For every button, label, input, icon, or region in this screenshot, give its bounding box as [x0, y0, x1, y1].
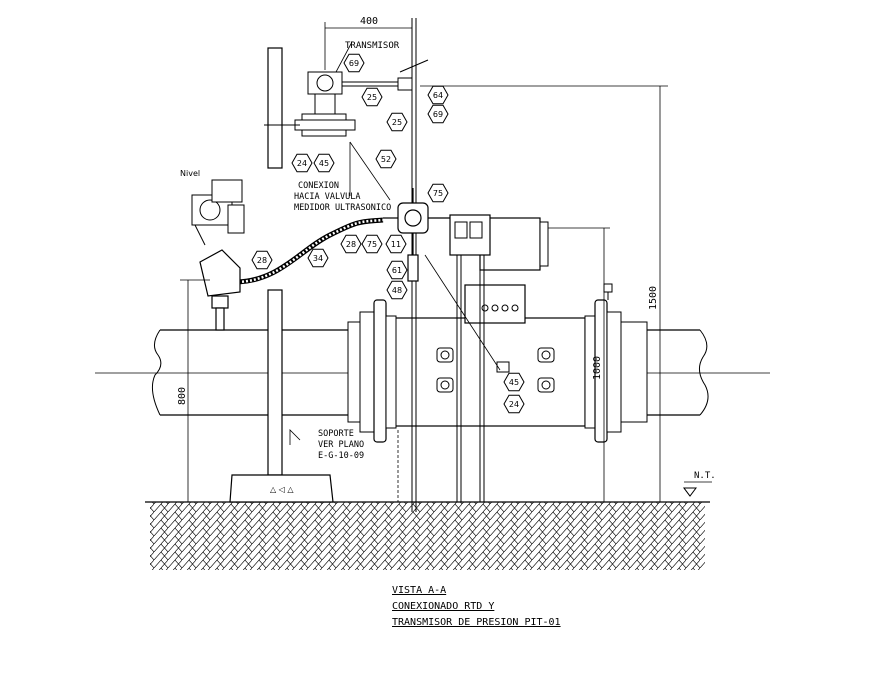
soporte-label-3: E-G-10-09	[318, 451, 364, 461]
item-tag-label: 25	[392, 118, 402, 127]
pipe-break-right	[699, 329, 709, 416]
item-tag: 48	[386, 280, 408, 300]
transducer-bolts	[436, 347, 555, 393]
item-tag-label: 64	[433, 91, 443, 100]
conexion-label-3: MEDIDOR ULTRASONICO	[294, 203, 391, 213]
item-tag: 52	[375, 149, 397, 169]
item-tag: 45	[313, 153, 335, 173]
item-tag: 75	[427, 183, 449, 203]
flange-left	[359, 311, 375, 433]
ground-hatch	[150, 502, 705, 570]
junction-box	[383, 188, 450, 282]
soporte-label-1: SOPORTE	[318, 429, 354, 439]
item-tag-label: 52	[381, 155, 391, 164]
support-column-upper	[267, 47, 283, 169]
support-column-lower	[267, 289, 283, 476]
item-tag-label: 61	[392, 266, 402, 275]
title-line-3: TRANSMISOR DE PRESION PIT-01	[392, 617, 561, 628]
item-tag: 64	[427, 85, 449, 105]
item-tag: 28	[251, 250, 273, 270]
item-tag-label: 28	[257, 256, 267, 265]
item-tag-label: 75	[367, 240, 377, 249]
nt-label: N.T.	[694, 471, 716, 481]
item-tag: 45	[503, 372, 525, 392]
conexion-label-1: CONEXION	[298, 181, 339, 191]
item-tag-label: 69	[349, 59, 359, 68]
item-tag: 11	[385, 234, 407, 254]
item-tag: 69	[427, 104, 449, 124]
dim-400-label: 400	[360, 16, 378, 27]
dim-800	[180, 279, 210, 502]
conexion-label-2: HACIA VALVULA	[294, 192, 361, 202]
item-tag-label: 28	[346, 240, 356, 249]
svg-text:Nivel: Nivel	[180, 169, 200, 178]
item-tag-label: 45	[509, 378, 519, 387]
item-tag-label: 48	[392, 286, 402, 295]
support-tubes	[411, 18, 485, 512]
detail-sketch	[191, 179, 245, 246]
meter-body	[394, 317, 586, 427]
item-tag-label: 45	[319, 159, 329, 168]
pipe-left	[160, 329, 351, 416]
item-tag: 61	[386, 260, 408, 280]
dim-1000-label: 1000	[592, 356, 603, 380]
svg-text:△ ◁ △: △ ◁ △	[270, 485, 294, 494]
item-tag-label: 34	[313, 254, 323, 263]
item-tag-label: 25	[367, 93, 377, 102]
concrete-base	[229, 474, 334, 503]
pressure-transmitter	[264, 59, 429, 137]
item-tag: 24	[291, 153, 313, 173]
dim-800-label: 800	[177, 387, 188, 405]
item-tag: 25	[361, 87, 383, 107]
item-tags: 69 25 64 69 25 24 45 52 75 28 75 11 28 34 61 48 45 24	[251, 53, 525, 414]
transmisor-label: TRANSMISOR	[345, 41, 400, 51]
pipe-right	[645, 329, 700, 416]
dim-1500-label: 1500	[648, 286, 659, 310]
dim-1000	[548, 227, 610, 502]
pipe-break-left	[151, 329, 162, 416]
dim-1500	[420, 85, 668, 502]
item-tag-label: 24	[297, 159, 307, 168]
item-tag: 24	[503, 394, 525, 414]
item-tag: 75	[361, 234, 383, 254]
title-line-2: CONEXIONADO RTD Y	[392, 601, 494, 612]
rtd-head	[199, 249, 241, 331]
item-tag: 34	[307, 248, 329, 268]
item-tag-label: 11	[391, 240, 401, 249]
item-tag-label: 24	[509, 400, 519, 409]
item-tag-label: 69	[433, 110, 443, 119]
item-tag: 69	[343, 53, 365, 73]
title-line-1: VISTA A-A	[392, 585, 446, 596]
dim-400	[324, 22, 412, 70]
item-tag-label: 75	[433, 189, 443, 198]
item-tag: 25	[386, 112, 408, 132]
item-tag: 28	[340, 234, 362, 254]
soporte-label-2: VER PLANO	[318, 440, 364, 450]
terminal-box	[464, 284, 526, 324]
